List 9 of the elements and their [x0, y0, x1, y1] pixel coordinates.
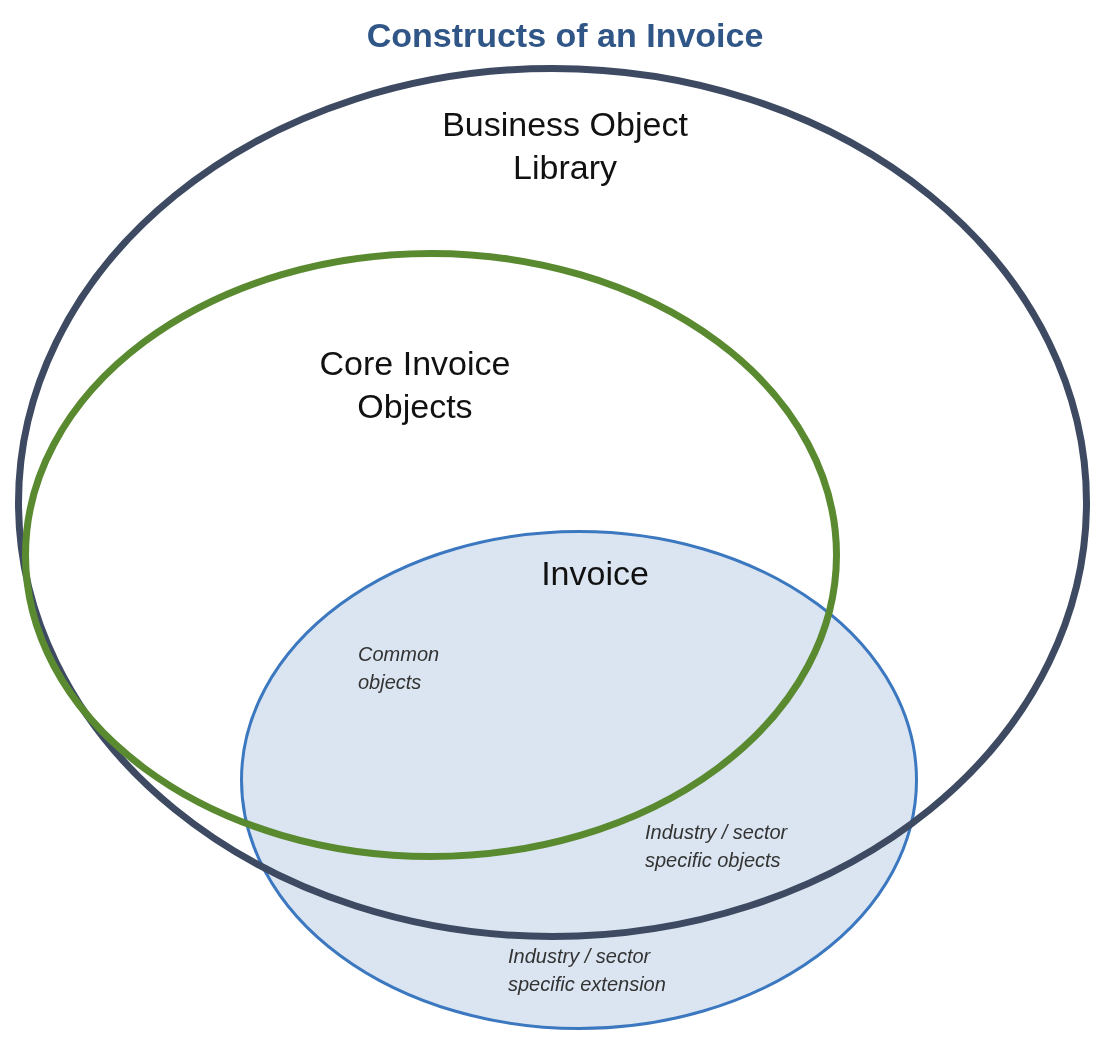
- ellipse: [240, 530, 918, 1030]
- region-label: Industry / sector specific objects: [645, 820, 789, 873]
- ellipse-title: Core Invoice Objects: [318, 343, 512, 427]
- diagram-title: Constructs of an Invoice: [365, 15, 765, 56]
- region-label: Industry / sector specific extension: [508, 944, 667, 997]
- ellipse-title: Business Object Library: [441, 104, 689, 188]
- ellipse: [15, 65, 1090, 940]
- region-label: Common objects: [358, 642, 441, 695]
- ellipse-title: Invoice: [540, 553, 650, 594]
